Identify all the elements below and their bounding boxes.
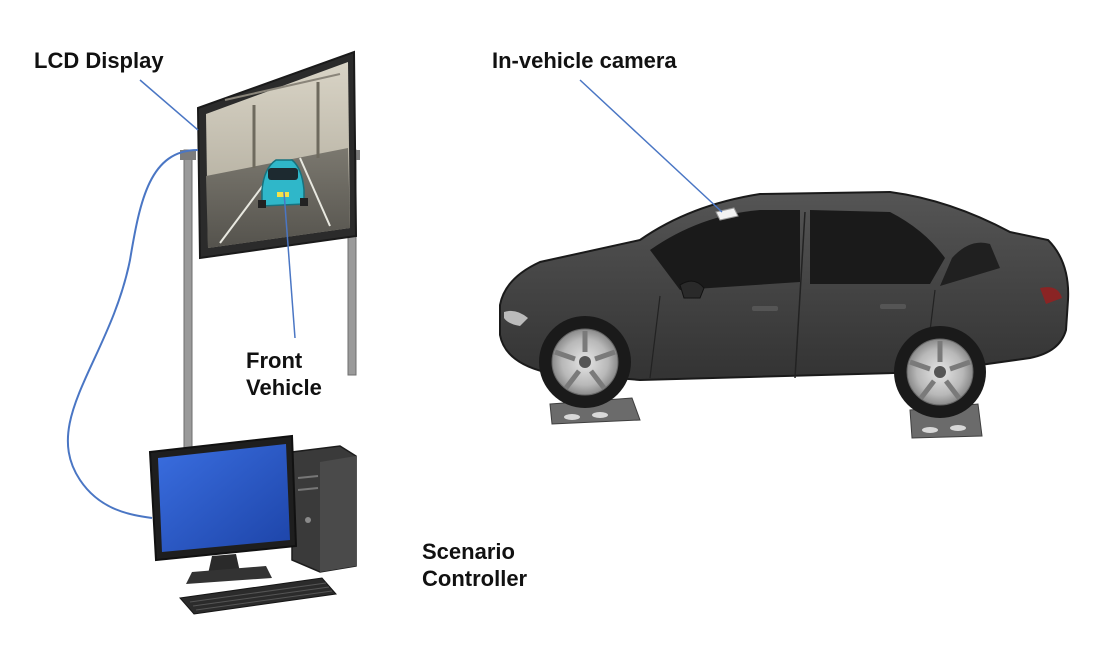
lcd-display: [196, 50, 358, 260]
label-scenario-controller: Scenario Controller: [422, 539, 528, 591]
leader-line-lcd: [139, 79, 199, 131]
scenario-controller-computer: [148, 434, 357, 615]
label-front-vehicle: Front Vehicle: [246, 348, 322, 400]
test-vehicle: [499, 190, 1070, 439]
front-wheel: [539, 316, 631, 408]
rear-wheel: [894, 326, 986, 418]
leader-line-camera: [579, 79, 723, 213]
label-lcd-display: LCD Display: [34, 48, 164, 73]
label-in-vehicle-camera: In-vehicle camera: [492, 48, 677, 73]
front-vehicle-in-screen: [258, 159, 308, 208]
leader-line-front-vehicle: [283, 191, 296, 339]
connection-cable: [66, 149, 199, 519]
